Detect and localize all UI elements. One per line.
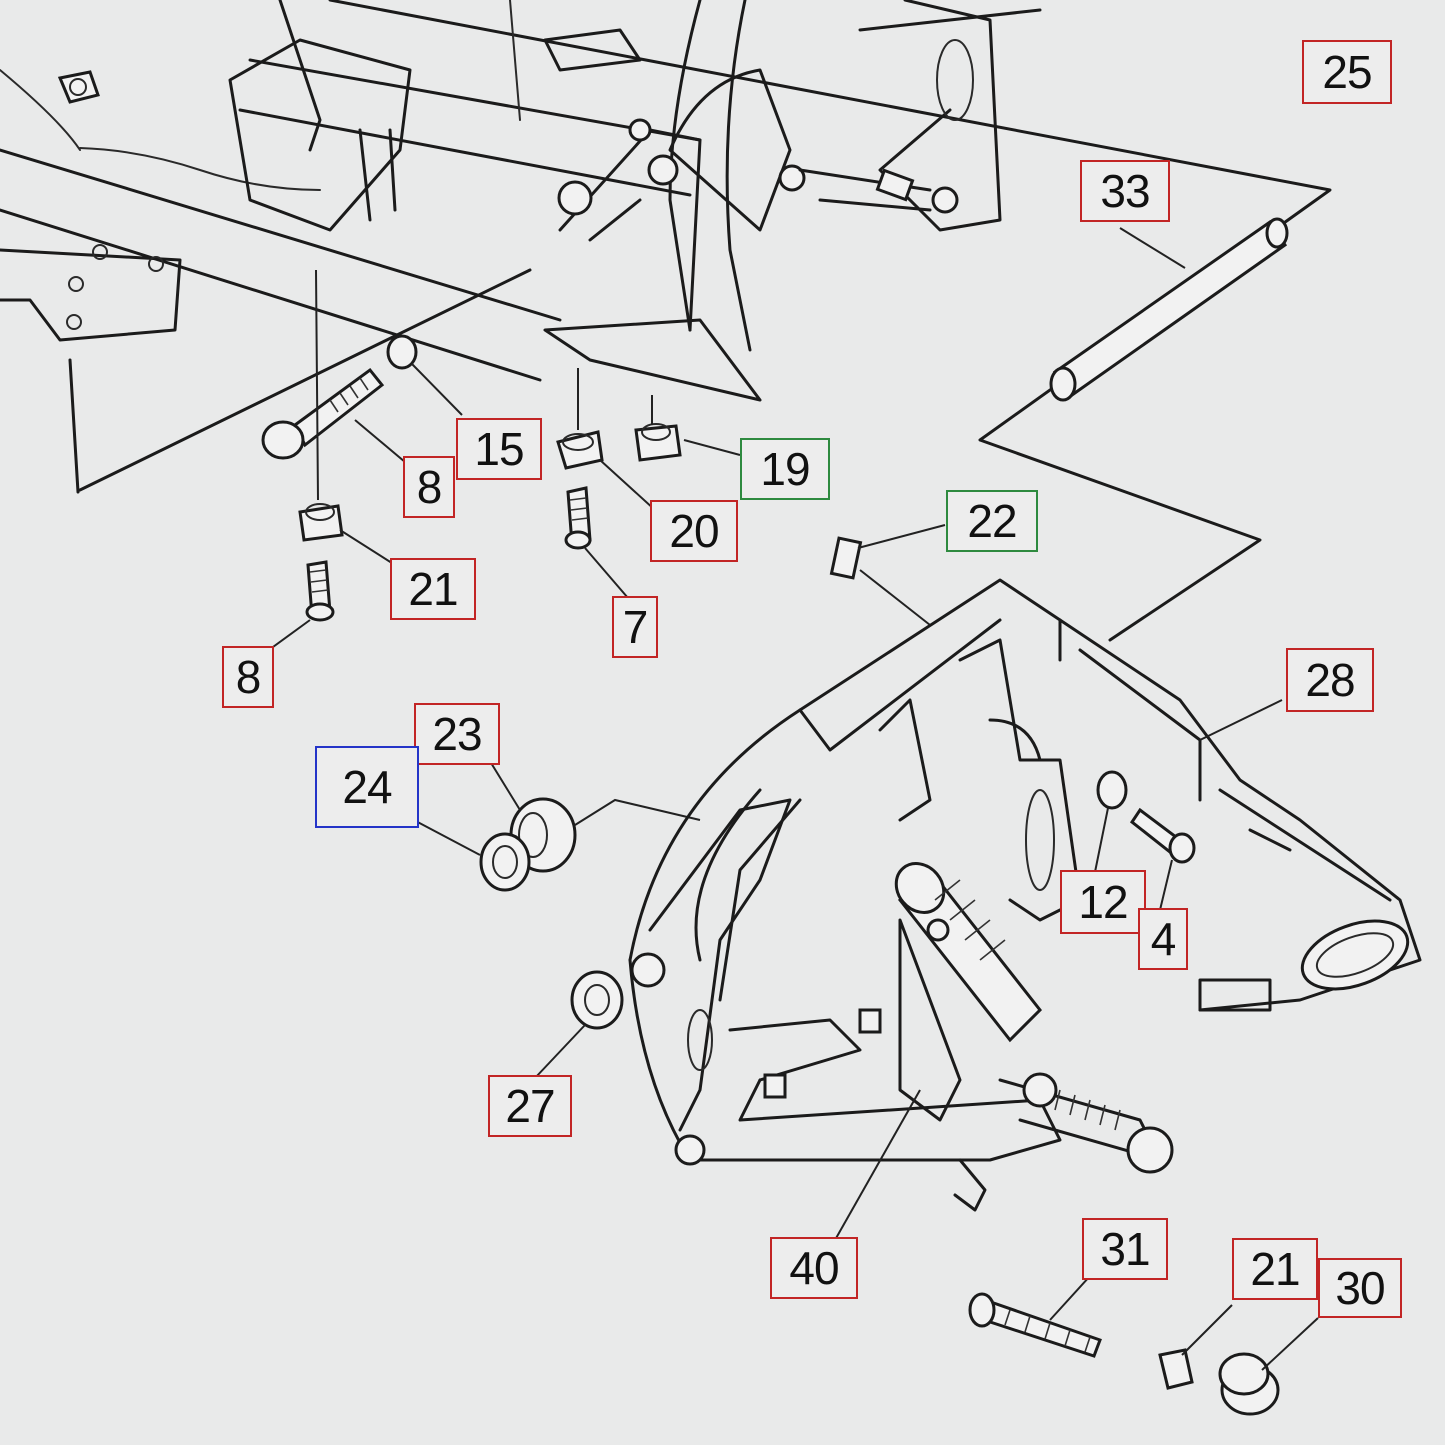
callout-19: 19	[740, 438, 830, 500]
rod-33	[1049, 217, 1289, 402]
callout-7: 7	[612, 596, 658, 658]
callout-40: 40	[770, 1237, 858, 1299]
callout-25: 25	[1302, 40, 1392, 104]
callout-22: 22	[946, 490, 1038, 552]
washer-12	[1096, 770, 1128, 810]
callout-28: 28	[1286, 648, 1374, 712]
callout-33: 33	[1080, 160, 1170, 222]
callout-21-upper: 21	[390, 558, 476, 620]
callout-30: 30	[1318, 1258, 1402, 1318]
washer-27	[570, 970, 624, 1030]
upper-frame-assembly	[0, 0, 1332, 642]
callout-21-lower: 21	[1232, 1238, 1318, 1300]
callout-27: 27	[488, 1075, 572, 1137]
nut-21-lower	[1158, 1348, 1194, 1390]
nut-21-upper	[298, 504, 344, 542]
washer-24	[479, 832, 531, 892]
main-bracket-assembly	[628, 578, 1422, 1241]
callout-31: 31	[1082, 1218, 1168, 1280]
washer-15	[386, 334, 418, 370]
callout-24: 24	[315, 746, 419, 828]
fastener-parts	[261, 269, 1319, 1416]
callout-8-lower: 8	[222, 646, 274, 708]
callout-8-upper: 8	[403, 456, 455, 518]
bolt-8-upper	[293, 367, 385, 448]
callout-4: 4	[1138, 908, 1188, 970]
callout-12: 12	[1060, 870, 1146, 934]
callout-15: 15	[456, 418, 542, 480]
callout-20: 20	[650, 500, 738, 562]
bolt-31	[976, 1298, 1102, 1358]
clip-22	[829, 536, 863, 580]
callout-23: 23	[414, 703, 500, 765]
